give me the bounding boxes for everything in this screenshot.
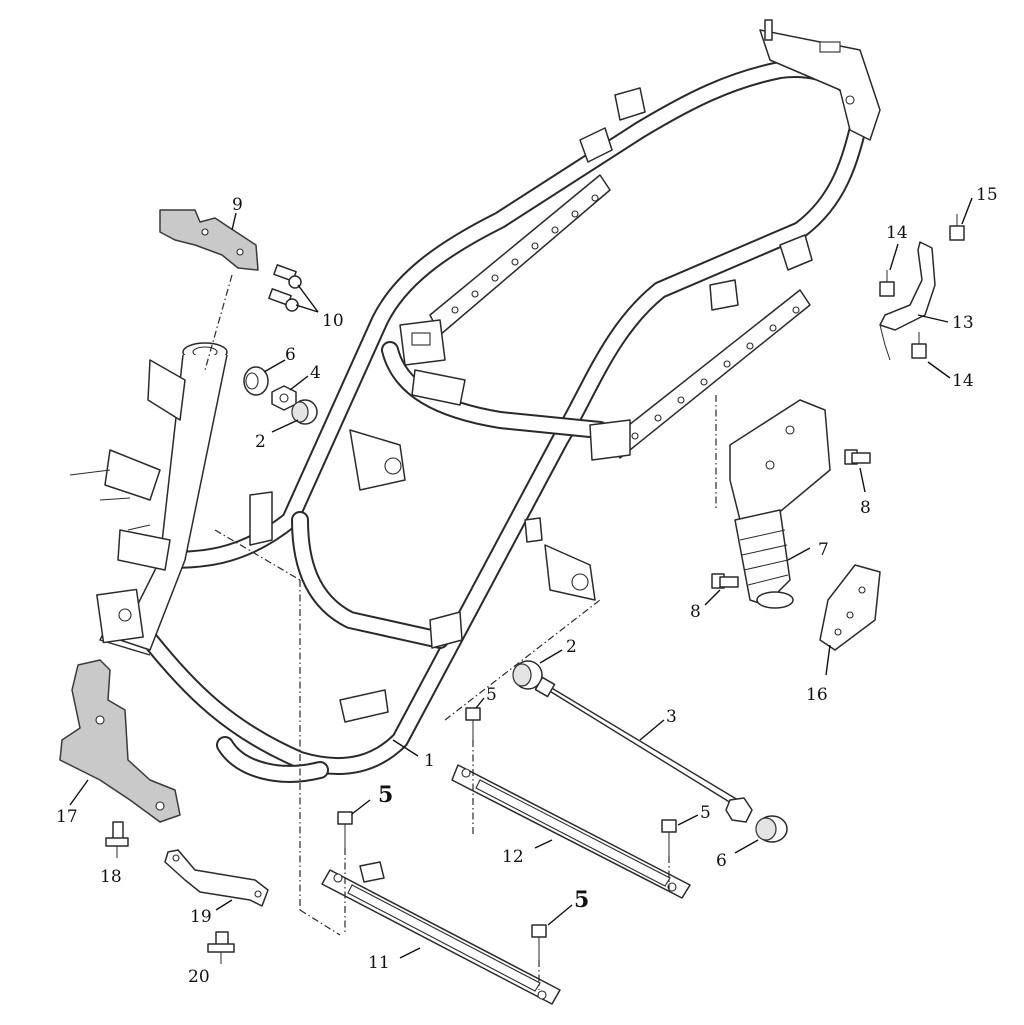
callout-5-d: 5	[574, 887, 589, 913]
callout-6-lower: 6	[716, 851, 727, 871]
callout-2-upper: 2	[255, 432, 266, 452]
callout-6-upper: 6	[285, 345, 296, 365]
callout-14-upper: 14	[886, 223, 908, 243]
callout-16: 16	[806, 685, 828, 705]
callout-18: 18	[100, 867, 122, 887]
part-12-bar	[451, 764, 691, 899]
engine-mount-bracket-rear	[544, 544, 596, 601]
steering-brackets	[69, 359, 186, 571]
bushing-2-upper	[291, 399, 318, 425]
callout-5-c: 5	[700, 803, 711, 823]
callout-7: 7	[818, 540, 829, 560]
part-20-bolt	[207, 931, 235, 964]
part-3-axle	[534, 676, 753, 823]
callout-8-upper: 8	[860, 498, 871, 518]
assembly-guide-lines	[214, 529, 670, 990]
nut-4	[271, 385, 297, 411]
frame-lower-plate	[399, 319, 631, 461]
part-9-plate	[159, 209, 259, 271]
callout-12: 12	[502, 847, 524, 867]
part-7-intake	[729, 399, 831, 609]
callout-4: 4	[310, 363, 321, 383]
rear-end-plate	[759, 19, 881, 141]
bushing-6-upper	[243, 366, 269, 396]
main-frame	[69, 19, 881, 783]
part-14-bolt-lower	[911, 332, 927, 359]
callout-11: 11	[368, 953, 390, 973]
frame-lower-loop	[216, 736, 329, 783]
callout-5-a: 5	[486, 685, 497, 705]
callout-13: 13	[952, 313, 974, 333]
callout-9: 9	[232, 195, 243, 215]
part-8-bolt-upper	[844, 449, 871, 465]
callout-3: 3	[666, 707, 677, 727]
part-10-bolts	[268, 264, 302, 312]
frame-down-tube	[291, 511, 449, 649]
part-5-bolt-4	[531, 924, 547, 960]
callout-14-lower: 14	[952, 371, 974, 391]
callout-10: 10	[322, 311, 344, 331]
part-14-bolt-upper	[879, 270, 895, 297]
part-5-bolt-3	[661, 819, 677, 856]
part-11-bar	[321, 861, 561, 1005]
frame-left-rail	[141, 111, 869, 776]
callout-15: 15	[976, 185, 998, 205]
part-5-bolt-2	[337, 811, 353, 848]
part-17-bracket	[59, 659, 181, 823]
callout-8-lower: 8	[690, 602, 701, 622]
part-8-bolt-lower	[711, 573, 739, 589]
callout-1: 1	[424, 751, 435, 771]
callout-5-b: 5	[378, 782, 393, 808]
part-5-bolt-1	[465, 707, 481, 740]
part-6-cap-lower	[755, 815, 788, 843]
part-18-bolt	[105, 821, 129, 858]
part-16-plate	[819, 564, 881, 651]
part-15-bolt	[949, 214, 965, 241]
frame-mount-tabs	[249, 87, 813, 723]
perforated-plate-upper	[429, 174, 611, 336]
part-19-bracket	[164, 849, 269, 907]
part-13-bracket	[879, 241, 936, 361]
part-9-guide-line	[204, 274, 233, 371]
bushing-2-lower	[512, 660, 543, 690]
callout-19: 19	[190, 907, 212, 927]
head-tube	[96, 342, 228, 656]
engine-mount-bracket-front	[349, 429, 406, 491]
callout-20: 20	[188, 967, 210, 987]
callout-17: 17	[56, 807, 78, 827]
callout-leaders	[69, 197, 973, 959]
callout-labels: 1 2 2 3 4 5 5 5 5 6 6 7 8 8 9 10 11 12 1…	[56, 185, 998, 987]
callout-2-lower: 2	[566, 637, 577, 657]
